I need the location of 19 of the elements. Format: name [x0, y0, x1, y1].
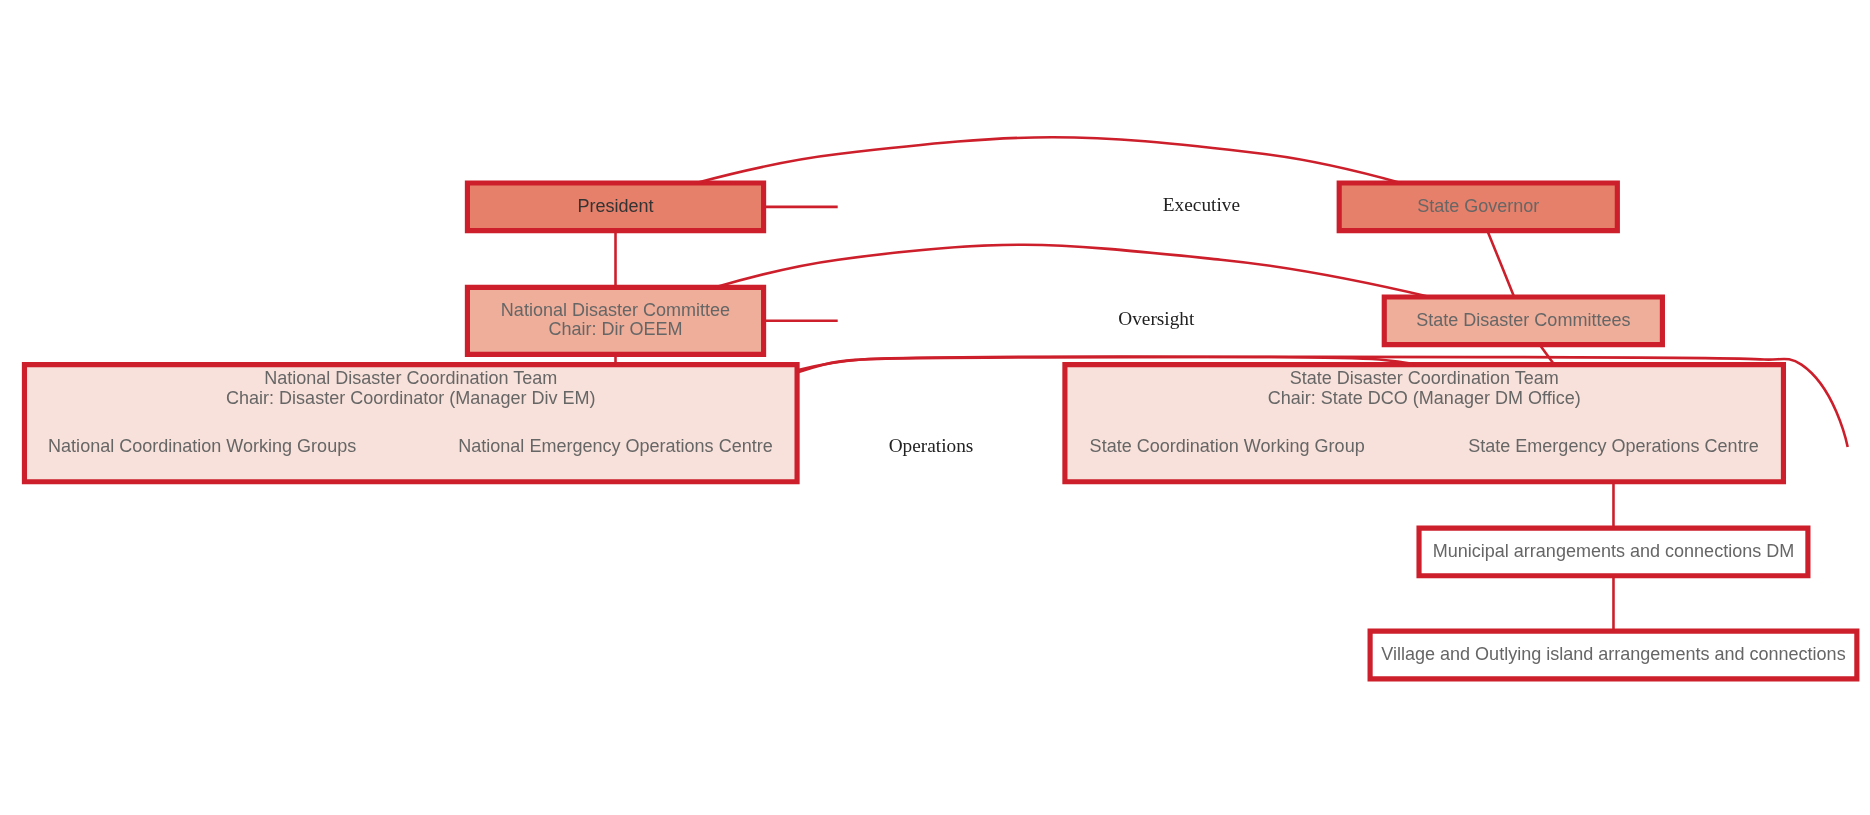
connector	[1611, 575, 1615, 631]
node-box: State Disaster Committees	[1381, 293, 1665, 347]
label: Executive	[1162, 193, 1240, 215]
node-box: State Governor	[1336, 179, 1620, 233]
node-box: Village and Outlying island arrangements and connections	[1367, 628, 1859, 681]
node-text: National Coordination Working Groups	[47, 435, 356, 456]
connector	[763, 319, 838, 322]
connector	[763, 205, 838, 208]
connector	[796, 355, 1849, 447]
connector	[613, 230, 617, 287]
label: Operations	[888, 434, 973, 456]
node-box: National Disaster Committee Chair: Dir OEEM	[464, 284, 766, 357]
connector	[1611, 481, 1615, 528]
node-box: Municipal arrangements and connections DM	[1415, 525, 1810, 578]
label: Oversight	[1117, 307, 1194, 329]
node-text: State Emergency Operations Centre	[1467, 435, 1759, 456]
node-text: State Coordination Working Group	[1089, 435, 1365, 456]
node-text: National Emergency Operations Centre	[457, 435, 773, 456]
node-box: President	[464, 179, 766, 233]
